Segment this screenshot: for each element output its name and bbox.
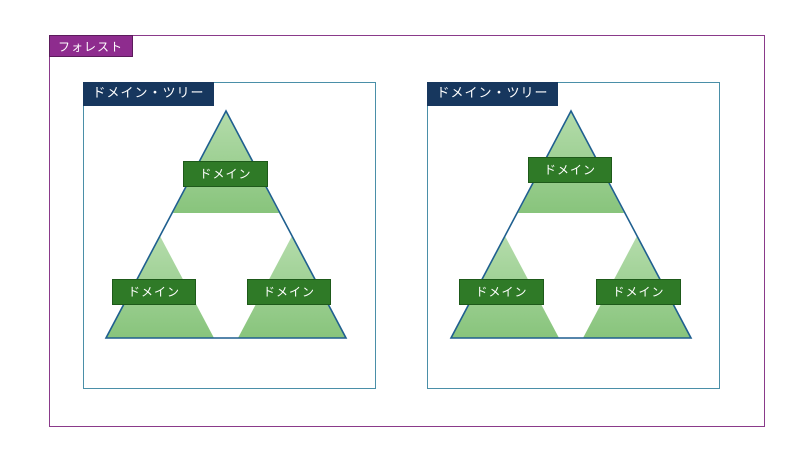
tree-2-domain-right: ドメイン (596, 279, 681, 305)
tree-2-domain-root: ドメイン (528, 157, 612, 183)
domain-tree-2 (427, 82, 720, 389)
tree-1-domain-root: ドメイン (183, 161, 268, 187)
domain-tree-1-label: ドメイン・ツリー (83, 82, 214, 106)
tree-1-domain-left: ドメイン (112, 279, 196, 305)
domain-tree-2-label: ドメイン・ツリー (427, 82, 558, 106)
tree-2-domain-left: ドメイン (459, 279, 544, 305)
domain-tree-1 (83, 82, 376, 389)
tree-1-domain-right: ドメイン (247, 279, 331, 305)
forest-container (49, 35, 765, 427)
forest-label: フォレスト (49, 35, 133, 57)
